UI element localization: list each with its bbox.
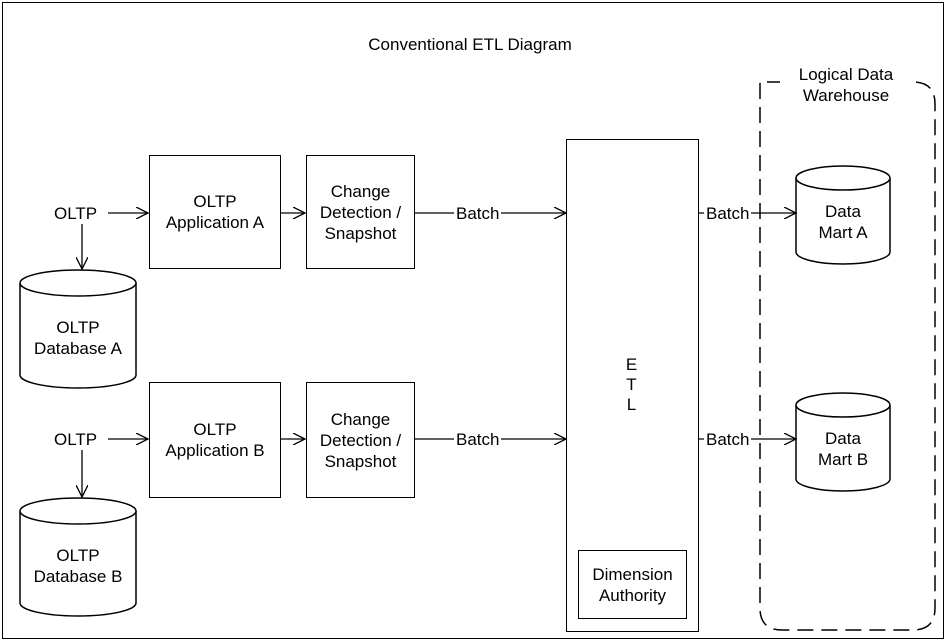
database-a-cylinder [19, 269, 137, 389]
oltp-application-b-label: OLTP Application B [165, 420, 265, 460]
change-detection-a: Change Detection / Snapshot [306, 155, 415, 269]
change-detection-a-label: Change Detection / Snapshot [319, 181, 402, 243]
change-detection-b-label: Change Detection / Snapshot [319, 409, 402, 471]
oltp-source-a: OLTP [52, 203, 100, 224]
data-mart-a-label: Data Mart A [818, 202, 868, 242]
oltp-database-b-label: OLTP Database B [33, 546, 123, 586]
diagram-title: Conventional ETL Diagram [368, 35, 572, 54]
database-b-cylinder [19, 497, 137, 617]
dimension-authority-label: Dimension Authority [592, 564, 673, 605]
etl-label: E T L [625, 355, 638, 414]
batch-label-b-in: Batch [454, 429, 502, 450]
etl-block [566, 139, 699, 632]
oltp-source-b: OLTP [52, 429, 100, 450]
oltp-application-b: OLTP Application B [149, 382, 281, 498]
oltp-application-a-label: OLTP Application A [165, 192, 265, 232]
dimension-authority-box: Dimension Authority [578, 550, 687, 619]
batch-label-a-out: Batch [704, 203, 752, 224]
batch-label-b-out: Batch [704, 429, 752, 450]
warehouse-boundary [759, 81, 936, 631]
change-detection-b: Change Detection / Snapshot [306, 382, 415, 498]
data-mart-b-cylinder [795, 392, 891, 492]
warehouse-label: Logical Data Warehouse [780, 64, 912, 106]
data-mart-a-cylinder [795, 165, 891, 265]
data-mart-b-label: Data Mart B [817, 429, 869, 469]
oltp-database-a-label: OLTP Database A [34, 318, 122, 358]
batch-label-a-in: Batch [454, 203, 502, 224]
oltp-application-a: OLTP Application A [149, 155, 281, 269]
